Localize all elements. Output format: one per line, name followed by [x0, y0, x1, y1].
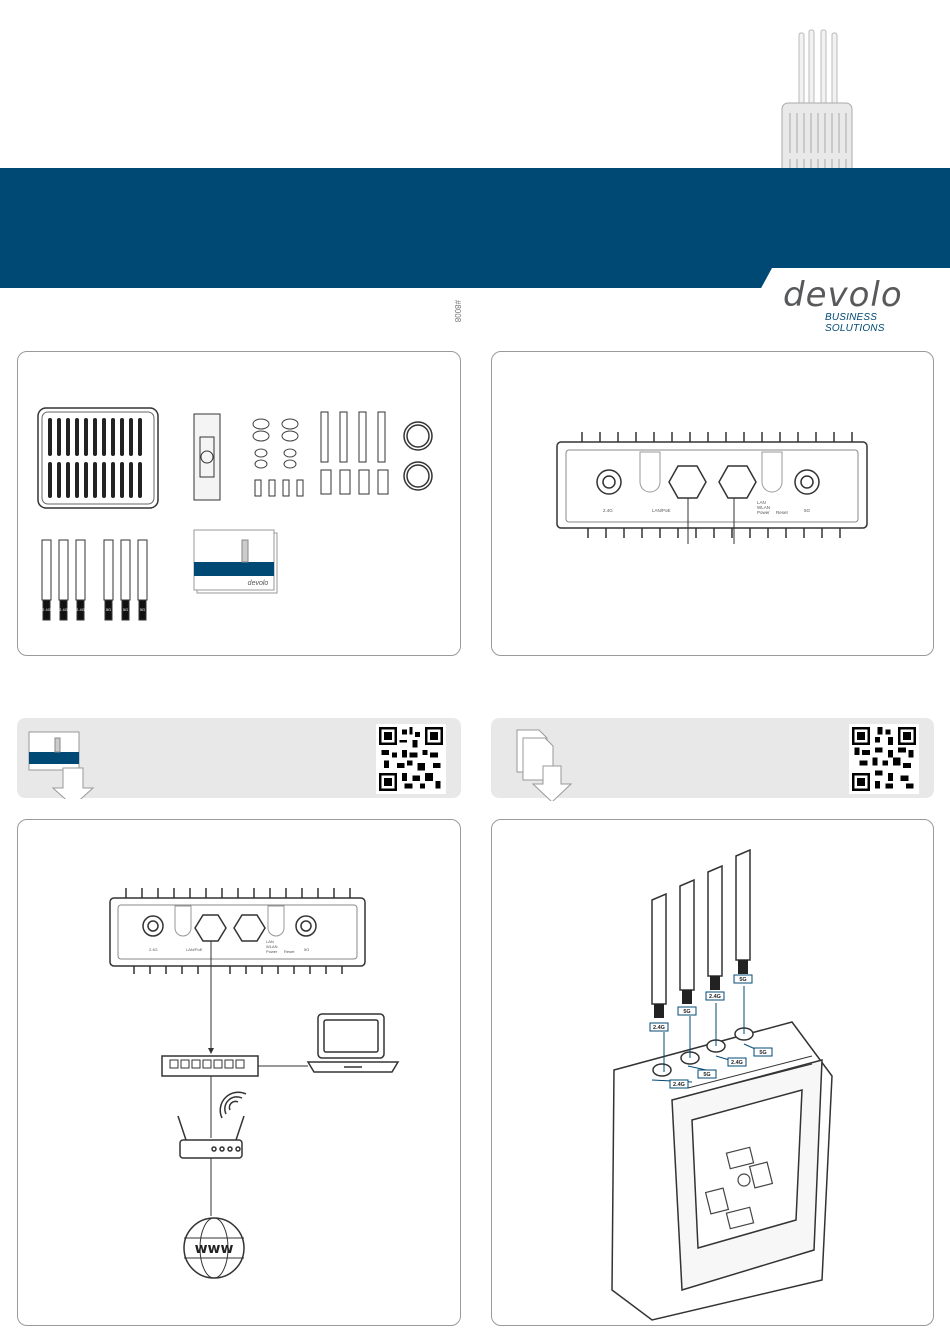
qr-code-documents[interactable]: [849, 724, 919, 794]
hose-clamps-illustration: [404, 422, 432, 490]
article-number: #8008: [453, 300, 462, 322]
device-front-illustration: [38, 408, 158, 508]
download-manual-bar: [17, 718, 461, 798]
port-label-2.4g: 2.4G: [603, 508, 613, 513]
port-label-2.4g: 2.4G: [149, 947, 158, 952]
antenna-label: 2.4G: [709, 994, 721, 1000]
qr-code-manual[interactable]: [376, 724, 446, 794]
kit-antenna-label: 5G: [123, 607, 128, 612]
antenna-label: 5G: [683, 1009, 690, 1015]
manual-download-icon: [27, 724, 117, 799]
logo-tagline: BUSINESS SOLUTIONS: [825, 312, 933, 334]
short-screws-illustration: [255, 480, 303, 496]
port-label-lan-poe: LAN/PoE: [652, 508, 671, 513]
led-label-power: Power: [266, 949, 278, 954]
antenna-label: 5G: [739, 977, 746, 983]
wall-plugs-illustration: [321, 470, 388, 494]
kit-antenna-label: 5G: [106, 607, 111, 612]
long-screws-illustration: [321, 412, 385, 462]
antenna-label: 2.4G: [653, 1025, 665, 1031]
wall-bracket-illustration: [194, 414, 220, 500]
kit-antenna-label: 5G: [140, 607, 145, 612]
download-documents-bar: [491, 718, 934, 798]
laptop-icon: [308, 1014, 398, 1072]
kit-antenna-label: 2.4G: [59, 607, 68, 612]
port-label: 2.4G: [673, 1082, 685, 1088]
antennas-illustration: [42, 540, 147, 620]
network-switch-icon: [162, 1056, 258, 1076]
globe-www-icon: www: [184, 1218, 244, 1278]
kit-antenna-label: 2.4G: [42, 607, 51, 612]
reset-label: Reset: [776, 510, 789, 515]
kit-antenna-label: 2.4G: [76, 607, 85, 612]
quick-guide-booklet-illustration: devolo: [194, 530, 277, 593]
device-ports-panel: 2.4G LAN/PoE 5G LAN WLAN Power Reset: [491, 351, 934, 656]
devolo-logo: devolo BUSINESS SOLUTIONS: [783, 278, 933, 328]
antenna-installation-panel: 2.4G 5G 2.4G 5G 2.4G 5G 2.4G 5G: [491, 819, 934, 1326]
logo-wordmark: devolo: [783, 278, 903, 312]
port-label: 5G: [759, 1050, 766, 1056]
booklet-logo: devolo: [248, 580, 269, 587]
port-label-lan-poe: LAN/PoE: [186, 947, 203, 952]
network-connection-panel: 2.4G LAN/PoE 5G LAN WLAN Power Reset: [17, 819, 461, 1326]
port-label-5g: 5G: [304, 947, 309, 952]
reset-label: Reset: [284, 949, 295, 954]
port-label: 2.4G: [731, 1060, 743, 1066]
washers-illustration: [253, 419, 298, 468]
port-label-5g: 5G: [804, 508, 811, 513]
wifi-signal-icon: [220, 1092, 246, 1118]
package-contents-panel: 2.4G 2.4G 2.4G 5G 5G 5G devolo: [17, 351, 461, 656]
svg-text:www: www: [195, 1241, 234, 1257]
led-label-power: Power: [757, 510, 770, 515]
port-label: 5G: [703, 1072, 710, 1078]
documents-download-icon: [509, 726, 579, 801]
